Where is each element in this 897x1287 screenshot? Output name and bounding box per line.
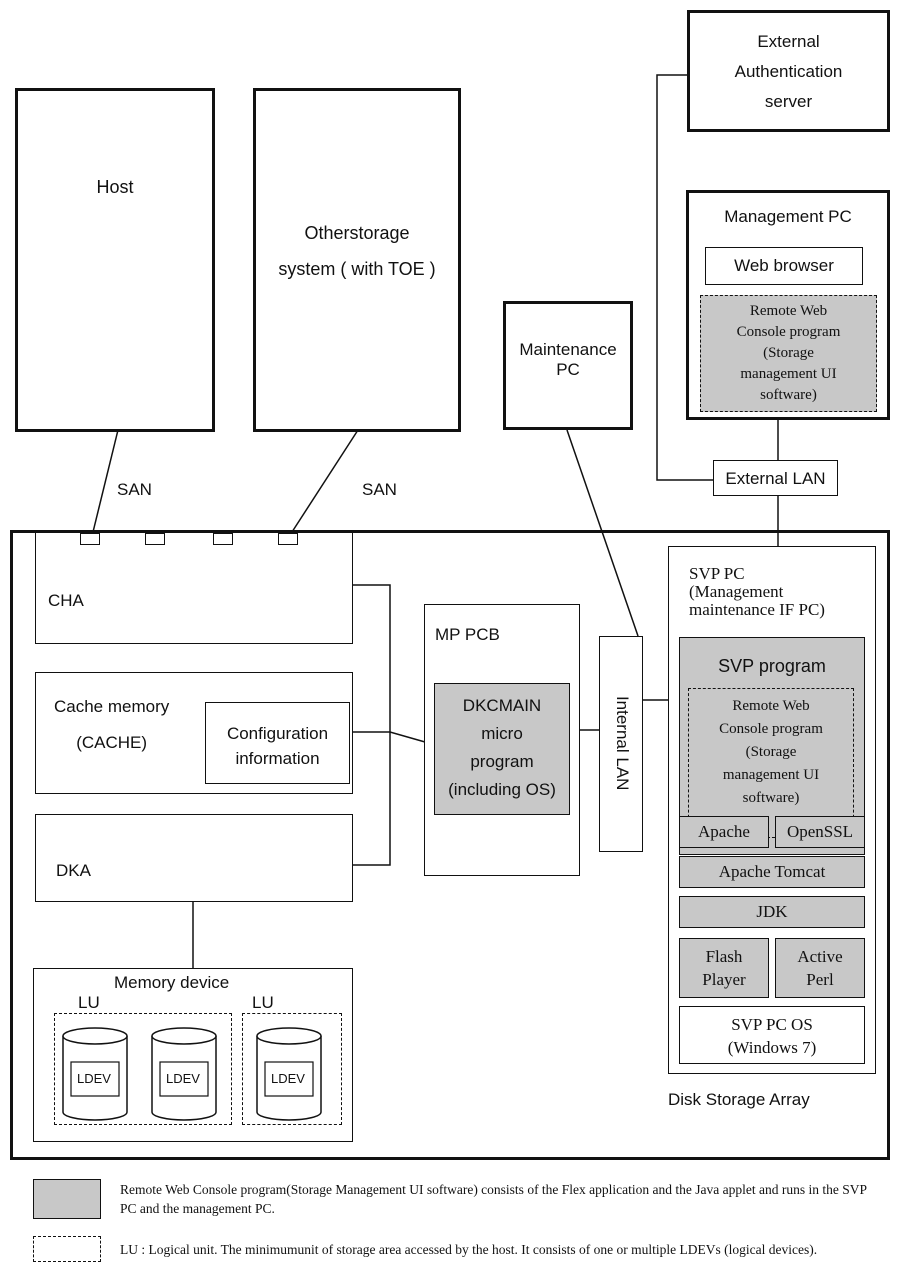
ldev-label-2: LDEV (166, 1071, 200, 1086)
openssl-box: OpenSSL (775, 816, 865, 848)
san-right-label: SAN (362, 480, 397, 499)
cha-port-2 (145, 533, 165, 545)
apache-label: Apache (698, 822, 750, 841)
dka-label: DKA (56, 861, 91, 880)
san-left-label: SAN (117, 480, 152, 499)
lu-group-2 (242, 1013, 342, 1125)
flash-label: Flash Player (702, 947, 746, 989)
external-lan-box: External LAN (713, 460, 838, 496)
legend-gray-text: Remote Web Console program(Storage Manag… (120, 1182, 867, 1216)
internal-lan-box: Internal LAN (599, 636, 643, 852)
cache-memory-label: Cache memory (CACHE) (54, 697, 170, 752)
external-auth-label: External Authentication server (734, 32, 843, 111)
other-storage-label: Otherstorage system ( with TOE ) (278, 223, 436, 279)
ldev-label-1: LDEV (77, 1071, 111, 1086)
external-lan-label: External LAN (725, 469, 826, 488)
web-browser-label: Web browser (734, 256, 834, 275)
perl-box: Active Perl (775, 938, 865, 998)
flash-box: Flash Player (679, 938, 769, 998)
other-storage-box: Otherstorage system ( with TOE ) (253, 88, 461, 432)
svp-rwc-box: Remote Web Console program (Storage mana… (688, 688, 854, 838)
cha-label: CHA (48, 591, 84, 610)
internal-lan-label: Internal LAN (613, 695, 633, 791)
lu-label-2: LU (252, 993, 274, 1012)
mgmt-rwc-box: Remote Web Console program (Storage mana… (700, 295, 877, 412)
lu-label-1: LU (78, 993, 100, 1012)
maintenance-pc-box: Maintenance PC (503, 301, 633, 430)
mgmt-rwc-label: Remote Web Console program (Storage mana… (736, 303, 841, 403)
svp-pc-title: SVP PC (Management maintenance IF PC) (689, 564, 825, 619)
legend-dashed-text: LU : Logical unit. The minimumunit of st… (120, 1242, 818, 1257)
mp-pcb-label: MP PCB (435, 625, 500, 644)
memory-device-label: Memory device (114, 973, 230, 992)
host-box: Host (15, 88, 215, 432)
lu-group-1 (54, 1013, 232, 1125)
management-pc-box: Management PC Web browser Remote Web Con… (686, 190, 890, 420)
host-label: Host (96, 177, 134, 197)
tomcat-box: Apache Tomcat (679, 856, 865, 888)
svp-rwc-label: Remote Web Console program (Storage mana… (719, 698, 823, 806)
jdk-label: JDK (756, 902, 788, 921)
disk-storage-array-label: Disk Storage Array (668, 1090, 810, 1109)
web-browser-box: Web browser (705, 247, 863, 285)
tomcat-label: Apache Tomcat (718, 862, 826, 881)
openssl-label: OpenSSL (786, 822, 854, 841)
configuration-label: Configuration information (226, 724, 329, 768)
dka-box: DKA (35, 814, 353, 902)
disk-storage-array-box (10, 530, 890, 1160)
cha-port-4 (278, 533, 298, 545)
legend-dashed-swatch (33, 1236, 101, 1262)
jdk-box: JDK (679, 896, 865, 928)
ldev-label-3: LDEV (271, 1071, 305, 1086)
san-line-other (291, 429, 359, 533)
cha-port-1 (80, 533, 100, 545)
svp-program-label: SVP program (718, 656, 826, 676)
svp-os-box: SVP PC OS (Windows 7) (679, 1006, 865, 1064)
configuration-box: Configuration information (205, 702, 350, 784)
external-auth-box: External Authentication server (687, 10, 890, 132)
legend-gray-swatch (33, 1179, 101, 1219)
dkcmain-label: DKCMAIN micro program (including OS) (448, 696, 556, 799)
dkcmain-box: DKCMAIN micro program (including OS) (434, 683, 570, 815)
memory-device-box: Memory device LU LU (33, 968, 353, 1142)
perl-label: Active Perl (797, 947, 843, 989)
apache-box: Apache (679, 816, 769, 848)
cha-port-3 (213, 533, 233, 545)
maintenance-pc-label: Maintenance PC (519, 340, 617, 380)
mp-pcb-box: MP PCB DKCMAIN micro program (including … (424, 604, 580, 876)
cha-box: CHA (35, 532, 353, 644)
management-pc-label: Management PC (724, 207, 852, 226)
svp-os-label: SVP PC OS (Windows 7) (727, 1015, 817, 1057)
san-line-host (92, 429, 119, 533)
